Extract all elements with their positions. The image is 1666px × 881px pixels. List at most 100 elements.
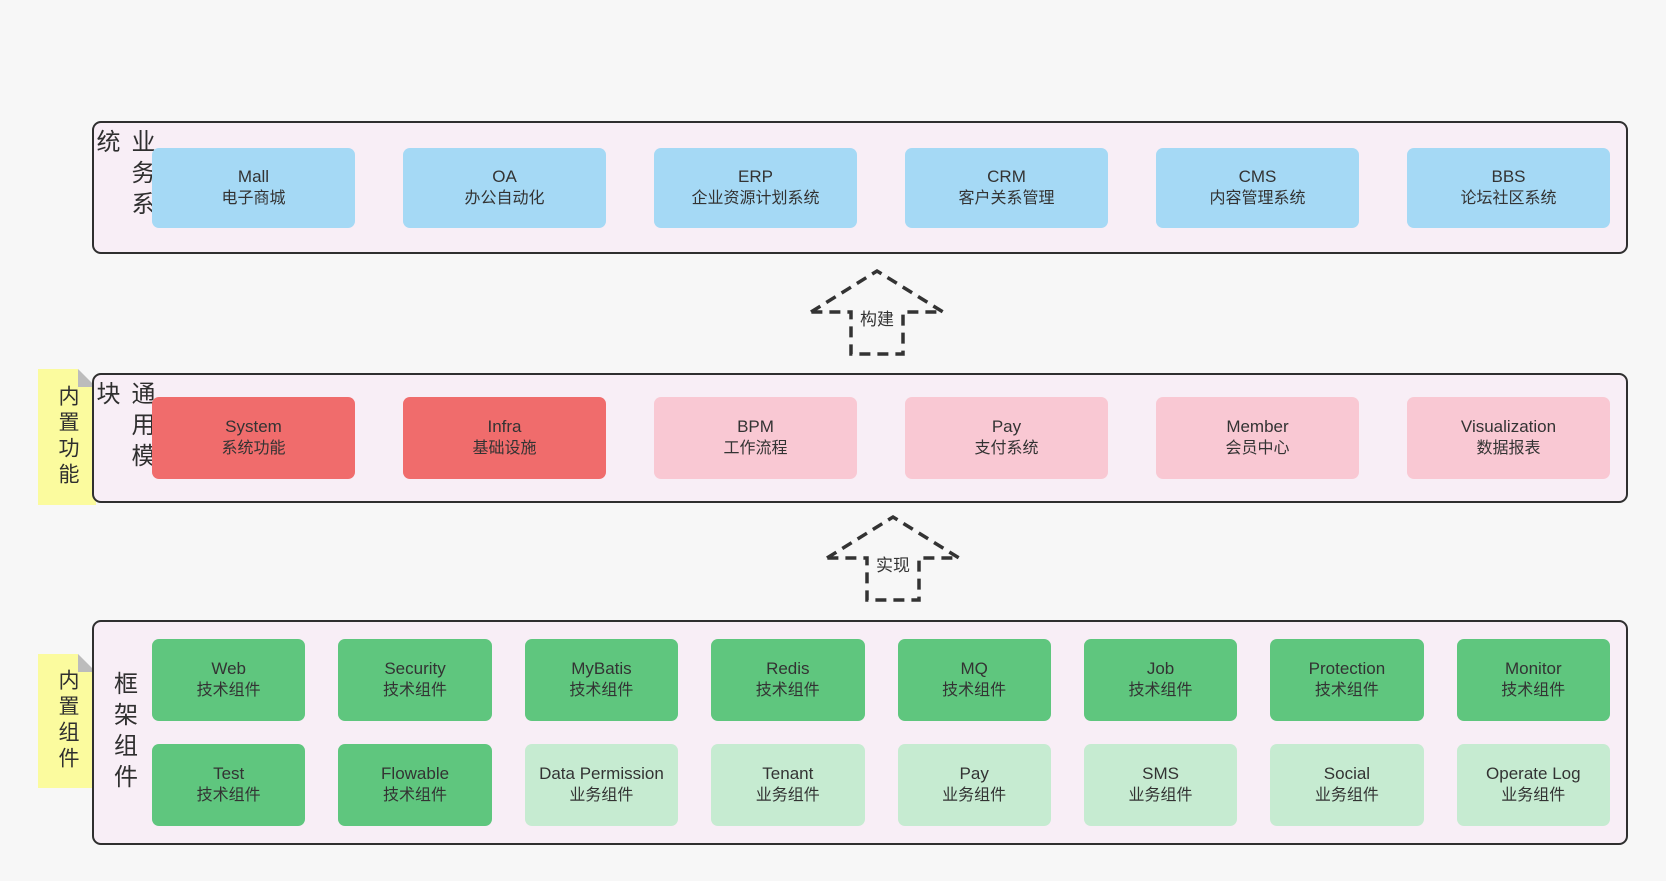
box-title: Infra <box>487 417 522 436</box>
box-pay-module: Pay 支付系统 <box>905 397 1108 479</box>
tech-components-row: Web 技术组件 Security 技术组件 MyBatis 技术组件 Redi… <box>152 639 1610 721</box>
box-sms: SMS 业务组件 <box>1083 744 1238 826</box>
box-tenant: Tenant 业务组件 <box>711 744 865 826</box>
box-subtitle: 业务组件 <box>1314 787 1379 804</box>
box-title: Monitor <box>1504 659 1562 678</box>
box-crm: CRM 客户关系管理 <box>905 147 1108 228</box>
box-erp: ERP 企业资源计划系统 <box>654 147 857 228</box>
box-title: BPM <box>737 417 774 436</box>
box-title: Member <box>1226 417 1289 436</box>
box-title: OA <box>492 166 517 186</box>
box-subtitle: 系统功能 <box>221 440 286 457</box>
sticky-label: 内置功能 <box>56 385 79 489</box>
box-title: Visualization <box>1460 417 1557 436</box>
band-label-business-systems: 业务系统 <box>92 129 154 222</box>
box-bbs: BBS 论坛社区系统 <box>1407 147 1610 228</box>
box-title: Tenant <box>762 764 814 783</box>
box-bpm: BPM 工作流程 <box>654 397 857 479</box>
box-subtitle: 办公自动化 <box>464 189 545 207</box>
box-subtitle: 工作流程 <box>723 440 788 457</box>
sticky-built-in-features: 内置功能 <box>38 369 96 505</box>
box-subtitle: 技术组件 <box>196 682 261 699</box>
box-subtitle: 业务组件 <box>942 787 1007 804</box>
box-subtitle: 业务组件 <box>569 787 634 804</box>
box-title: ERP <box>738 166 773 186</box>
box-title: Redis <box>766 659 810 678</box>
box-title: CMS <box>1238 166 1277 186</box>
box-title: Social <box>1323 764 1371 783</box>
box-subtitle: 技术组件 <box>942 682 1007 699</box>
box-subtitle: 支付系统 <box>974 440 1039 457</box>
box-title: Pay <box>991 417 1022 436</box>
business-systems-boxes: Mall 电子商城 OA 办公自动化 ERP 企业资源计划系统 CRM 客户关系… <box>152 123 1626 252</box>
box-title: MyBatis <box>571 659 632 678</box>
box-protection: Protection 技术组件 <box>1270 639 1424 721</box>
box-mybatis: MyBatis 技术组件 <box>524 639 679 721</box>
box-title: Job <box>1146 659 1175 678</box>
box-subtitle: 企业资源计划系统 <box>691 189 820 207</box>
sticky-fold-icon <box>78 369 96 387</box>
box-redis: Redis 技术组件 <box>711 639 865 721</box>
box-subtitle: 论坛社区系统 <box>1460 189 1557 207</box>
implement-arrow: 实现 <box>823 512 963 604</box>
box-social: Social 业务组件 <box>1270 744 1424 826</box>
build-arrow: 构建 <box>807 266 947 358</box>
common-modules-boxes: System 系统功能 Infra 基础设施 BPM 工作流程 Pay 支付系统… <box>152 375 1626 501</box>
box-mq: MQ 技术组件 <box>897 639 1051 721</box>
box-subtitle: 技术组件 <box>1501 682 1566 699</box>
box-subtitle: 技术组件 <box>1128 682 1193 699</box>
box-title: SMS <box>1142 764 1179 783</box>
box-operate-log: Operate Log 业务组件 <box>1456 744 1610 826</box>
box-security: Security 技术组件 <box>338 639 492 721</box>
framework-components-band: 框架组件 Web 技术组件 Security 技术组件 MyBatis 技术组件… <box>92 620 1628 845</box>
box-title: Flowable <box>381 764 450 783</box>
box-subtitle: 技术组件 <box>569 682 634 699</box>
box-subtitle: 技术组件 <box>1314 682 1379 699</box>
box-subtitle: 电子商城 <box>221 189 286 207</box>
box-title: Web <box>211 659 247 678</box>
up-arrow-icon: 构建 <box>807 268 947 356</box>
box-infra: Infra 基础设施 <box>403 397 606 479</box>
sticky-fold-icon <box>78 654 96 672</box>
box-subtitle: 业务组件 <box>1501 787 1566 804</box>
box-title: Pay <box>959 764 989 783</box>
sticky-label: 内置组件 <box>56 669 79 773</box>
box-title: CRM <box>987 166 1026 186</box>
band-label-common-modules: 通用模块 <box>92 381 154 474</box>
common-modules-band: 通用模块 System 系统功能 Infra 基础设施 BPM 工作流程 Pay… <box>92 373 1628 503</box>
box-flowable: Flowable 技术组件 <box>338 744 492 826</box>
box-subtitle: 技术组件 <box>755 682 820 699</box>
box-pay-component: Pay 业务组件 <box>897 744 1051 826</box>
box-monitor: Monitor 技术组件 <box>1456 639 1610 721</box>
box-subtitle: 技术组件 <box>383 682 448 699</box>
box-title: MQ <box>960 659 988 678</box>
build-arrow-label: 构建 <box>860 310 894 329</box>
business-components-row: Test 技术组件 Flowable 技术组件 Data Permission … <box>152 744 1610 826</box>
box-title: Data Permission <box>539 764 664 783</box>
box-title: Mall <box>237 166 270 186</box>
box-subtitle: 数据报表 <box>1476 440 1541 457</box>
box-data-permission: Data Permission 业务组件 <box>524 744 679 826</box>
box-subtitle: 技术组件 <box>383 787 448 804</box>
box-title: Test <box>213 764 245 783</box>
box-subtitle: 基础设施 <box>472 440 537 457</box>
box-visualization: Visualization 数据报表 <box>1407 397 1610 479</box>
box-mall: Mall 电子商城 <box>152 147 355 228</box>
framework-components-boxes: Web 技术组件 Security 技术组件 MyBatis 技术组件 Redi… <box>152 622 1626 843</box>
box-oa: OA 办公自动化 <box>403 147 606 228</box>
box-title: System <box>225 417 282 436</box>
box-cms: CMS 内容管理系统 <box>1156 147 1359 228</box>
box-title: Security <box>384 659 446 678</box>
box-subtitle: 内容管理系统 <box>1209 189 1306 207</box>
up-arrow-icon: 实现 <box>823 514 963 602</box>
box-subtitle: 技术组件 <box>196 787 261 804</box>
box-test: Test 技术组件 <box>152 744 306 826</box>
implement-arrow-label: 实现 <box>876 556 910 575</box>
box-member: Member 会员中心 <box>1156 397 1359 479</box>
business-systems-band: 业务系统 Mall 电子商城 OA 办公自动化 ERP 企业资源计划系统 CRM… <box>92 121 1628 254</box>
box-subtitle: 会员中心 <box>1225 440 1290 457</box>
box-subtitle: 业务组件 <box>755 787 820 804</box>
band-label-framework-components: 框架组件 <box>109 670 137 795</box>
box-title: BBS <box>1491 166 1526 186</box>
box-title: Protection <box>1308 659 1386 678</box>
